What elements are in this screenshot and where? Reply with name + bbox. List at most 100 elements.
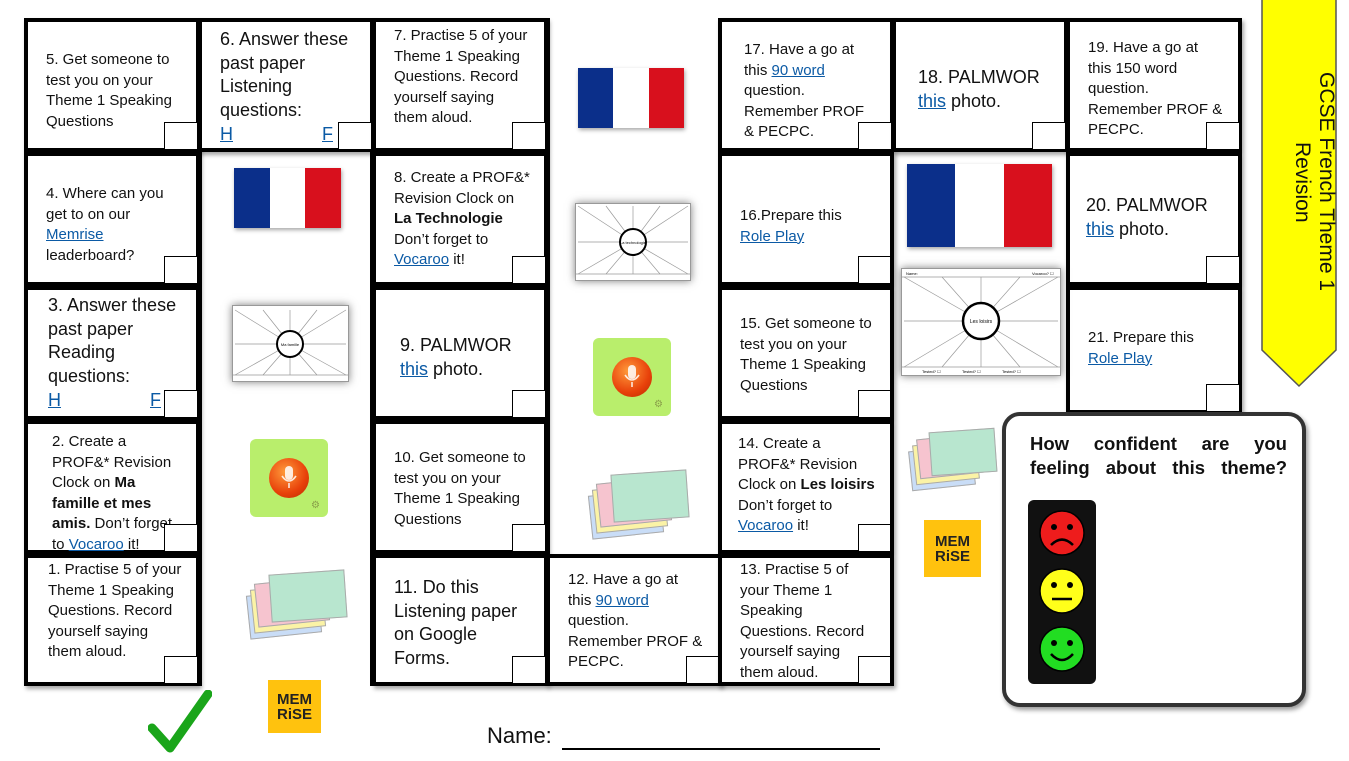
sad-face-icon[interactable] [1039, 510, 1085, 556]
task-11-checkbox[interactable] [512, 656, 546, 684]
task-1: 1. Practise 5 of your Theme 1 Speaking Q… [24, 554, 200, 686]
task-5-text: 5. Get someone to test you on your Theme… [46, 51, 172, 130]
corridor-border [370, 150, 374, 686]
corridor-border [546, 18, 550, 554]
role-play-link[interactable]: Role Play [1088, 349, 1153, 367]
task-3-higher-link[interactable]: H [48, 390, 61, 410]
clock-name-label: Name: [906, 271, 918, 276]
vocaroo-link[interactable]: Vocaroo [738, 517, 794, 534]
task-5-checkbox[interactable] [164, 122, 198, 150]
task-12-checkbox[interactable] [686, 656, 720, 684]
task-6-higher-link[interactable]: H [220, 124, 233, 144]
task-10-text: 10. Get someone to test you on your Them… [394, 449, 526, 528]
task-7: 7. Practise 5 of your Theme 1 Speaking Q… [372, 18, 548, 152]
corridor-border [198, 150, 202, 686]
task-17-text: 17. Have a go at this 90 word question. … [744, 41, 865, 140]
name-label: Name: [487, 723, 552, 748]
gear-icon: ⚙ [311, 500, 320, 511]
task-6-text: 6. Answer these past paper Listening que… [220, 29, 349, 120]
task-4-checkbox[interactable] [164, 256, 198, 284]
task-14-text: 14. Create a PROF&* Revision Clock on Le… [738, 435, 875, 534]
role-play-link[interactable]: Role Play [740, 227, 805, 245]
task-2: 2. Create a PROF&* Revision Clock on Ma … [24, 420, 200, 554]
banner-title: GCSE French Theme 1 Revision [1291, 72, 1338, 292]
gear-icon: ⚙ [654, 399, 663, 410]
happy-face-icon[interactable] [1039, 626, 1085, 672]
flashcards-image [587, 469, 690, 540]
task-14: 14. Create a PROF&* Revision Clock on Le… [718, 420, 894, 554]
task-3-foundation-link[interactable]: F [150, 390, 161, 410]
task-6-checkbox[interactable] [338, 122, 372, 150]
french-flag [578, 68, 684, 128]
task-16: 16.Prepare this Role Play [718, 152, 894, 286]
task-12-text: 12. Have a go at this 90 word question. … [568, 571, 703, 670]
task-18: 18. PALMWOR this photo. [892, 18, 1068, 152]
task-14-checkbox[interactable] [858, 524, 892, 552]
memrise-link[interactable]: Memrise [46, 226, 104, 243]
task-7-text: 7. Practise 5 of your Theme 1 Speaking Q… [394, 27, 528, 126]
task-18-checkbox[interactable] [1032, 122, 1066, 150]
confidence-question: How confident are you feeling about this… [1030, 433, 1287, 478]
clock-centre-label: La technologie [620, 240, 647, 245]
task-8: 8. Create a PROF&* Revision Clock on La … [372, 152, 548, 286]
task-13: 13. Practise 5 of your Theme 1 Speaking … [718, 554, 894, 686]
task-1-checkbox[interactable] [164, 656, 198, 684]
task-16-text: 16.Prepare this Role Play [740, 207, 842, 245]
task-6-foundation-link[interactable]: F [322, 124, 333, 144]
90-word-link[interactable]: 90 word [595, 591, 649, 609]
corridor-border [890, 150, 894, 686]
name-input-line[interactable] [562, 748, 880, 750]
clock-centre-label: Ma famille [281, 342, 300, 347]
task-6: 6. Answer these past paper Listening que… [198, 18, 374, 152]
task-9-checkbox[interactable] [512, 390, 546, 418]
revision-clock-image: Ma famille [232, 305, 349, 382]
task-8-text: 8. Create a PROF&* Revision Clock on La … [394, 169, 530, 268]
task-13-checkbox[interactable] [858, 656, 892, 684]
task-1-text: 1. Practise 5 of your Theme 1 Speaking Q… [48, 561, 182, 660]
clock-centre-label: Les loisirs [970, 319, 993, 325]
task-9-text: 9. PALMWOR this photo. [400, 335, 512, 379]
task-3-checkbox[interactable] [164, 390, 198, 418]
task-10-checkbox[interactable] [512, 524, 546, 552]
clock-tested-label: Tested? ☐ [1002, 369, 1021, 374]
task-11-text: 11. Do this Listening paper on Google Fo… [394, 577, 518, 668]
task-20: 20. PALMWOR this photo. [1066, 152, 1242, 286]
task-12: 12. Have a go at this 90 word question. … [546, 554, 722, 686]
task-21: 21. Prepare this Role Play [1066, 286, 1242, 414]
flashcards-image [908, 427, 1000, 492]
task-2-checkbox[interactable] [164, 524, 198, 552]
task-8-checkbox[interactable] [512, 256, 546, 284]
task-15: 15. Get someone to test you on your Them… [718, 286, 894, 420]
french-flag [234, 168, 342, 228]
task-4-text: 4. Where can you get to on our Memrise l… [46, 185, 164, 264]
clock-vocaroo-label: Vocaroo? ☐ [1032, 271, 1054, 276]
task-2-text: 2. Create a PROF&* Revision Clock on Ma … [52, 433, 173, 553]
task-10: 10. Get someone to test you on your Them… [372, 420, 548, 554]
task-20-checkbox[interactable] [1206, 256, 1240, 284]
task-4: 4. Where can you get to on our Memrise l… [24, 152, 200, 286]
vocaroo-microphone-icon: ⚙ [250, 439, 328, 517]
vocaroo-link[interactable]: Vocaroo [68, 535, 124, 553]
task-21-checkbox[interactable] [1206, 384, 1240, 412]
task-7-checkbox[interactable] [512, 122, 546, 150]
photo-link[interactable]: this [400, 358, 429, 379]
vocaroo-link[interactable]: Vocaroo [394, 251, 450, 268]
task-21-text: 21. Prepare this Role Play [1088, 329, 1194, 367]
task-19: 19. Have a go at this 150 word question.… [1066, 18, 1242, 152]
task-17-checkbox[interactable] [858, 122, 892, 150]
task-11: 11. Do this Listening paper on Google Fo… [372, 554, 548, 686]
task-15-checkbox[interactable] [858, 390, 892, 418]
photo-link[interactable]: this [918, 90, 947, 111]
photo-link[interactable]: this [1086, 218, 1115, 239]
french-flag [907, 164, 1052, 247]
task-3: 3. Answer these past paper Reading quest… [24, 286, 200, 420]
task-19-checkbox[interactable] [1206, 122, 1240, 150]
neutral-face-icon[interactable] [1039, 568, 1085, 614]
task-17: 17. Have a go at this 90 word question. … [718, 18, 894, 152]
task-13-text: 13. Practise 5 of your Theme 1 Speaking … [740, 561, 865, 681]
90-word-link[interactable]: 90 word [771, 61, 825, 79]
task-3-text: 3. Answer these past paper Reading quest… [48, 295, 177, 386]
task-16-checkbox[interactable] [858, 256, 892, 284]
task-18-text: 18. PALMWOR this photo. [918, 67, 1040, 111]
